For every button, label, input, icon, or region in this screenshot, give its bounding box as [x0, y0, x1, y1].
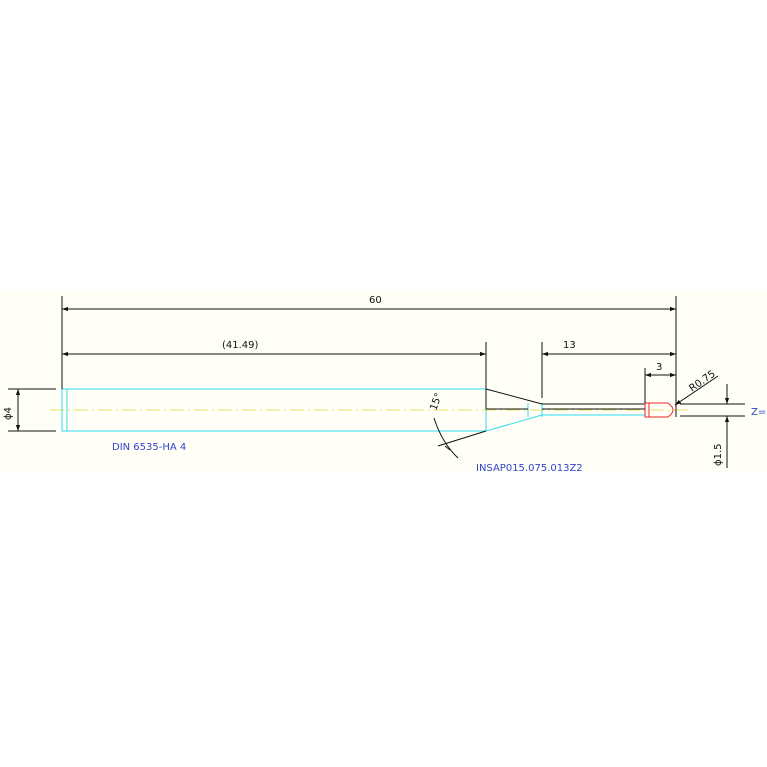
taper-lower-edge — [485, 414, 543, 432]
taper-upper-edge — [485, 388, 543, 405]
neck-diameter-label: ϕ1.5 — [713, 444, 724, 467]
shank-length-label: (41.49) — [222, 340, 259, 351]
drawing-area — [0, 290, 767, 473]
angle-extension-line — [437, 430, 487, 447]
canvas-background-top — [0, 0, 767, 290]
tip-radius-leader — [674, 375, 719, 406]
flutes-label: Z=2 — [751, 407, 767, 418]
shank-body — [61, 388, 487, 432]
tip-radius-label: R0.75 — [687, 369, 717, 395]
canvas-background-bottom — [0, 473, 767, 767]
insert-code-label: INSAP015.075.013Z2 — [476, 463, 583, 474]
neck-length-label: 13 — [563, 340, 576, 351]
overall-length-label: 60 — [369, 295, 382, 306]
angle-arc — [433, 417, 459, 459]
shank-diameter-label: ϕ4 — [3, 407, 14, 420]
tip-length-label: 3 — [656, 362, 662, 373]
taper-angle-label: 15° — [428, 392, 444, 412]
extension-lines — [8, 296, 745, 432]
tool-outline — [61, 388, 645, 432]
ball-tip — [644, 402, 674, 418]
shank-standard-label: DIN 6535-HA 4 — [112, 442, 186, 453]
tool-profile-upper — [485, 388, 645, 410]
